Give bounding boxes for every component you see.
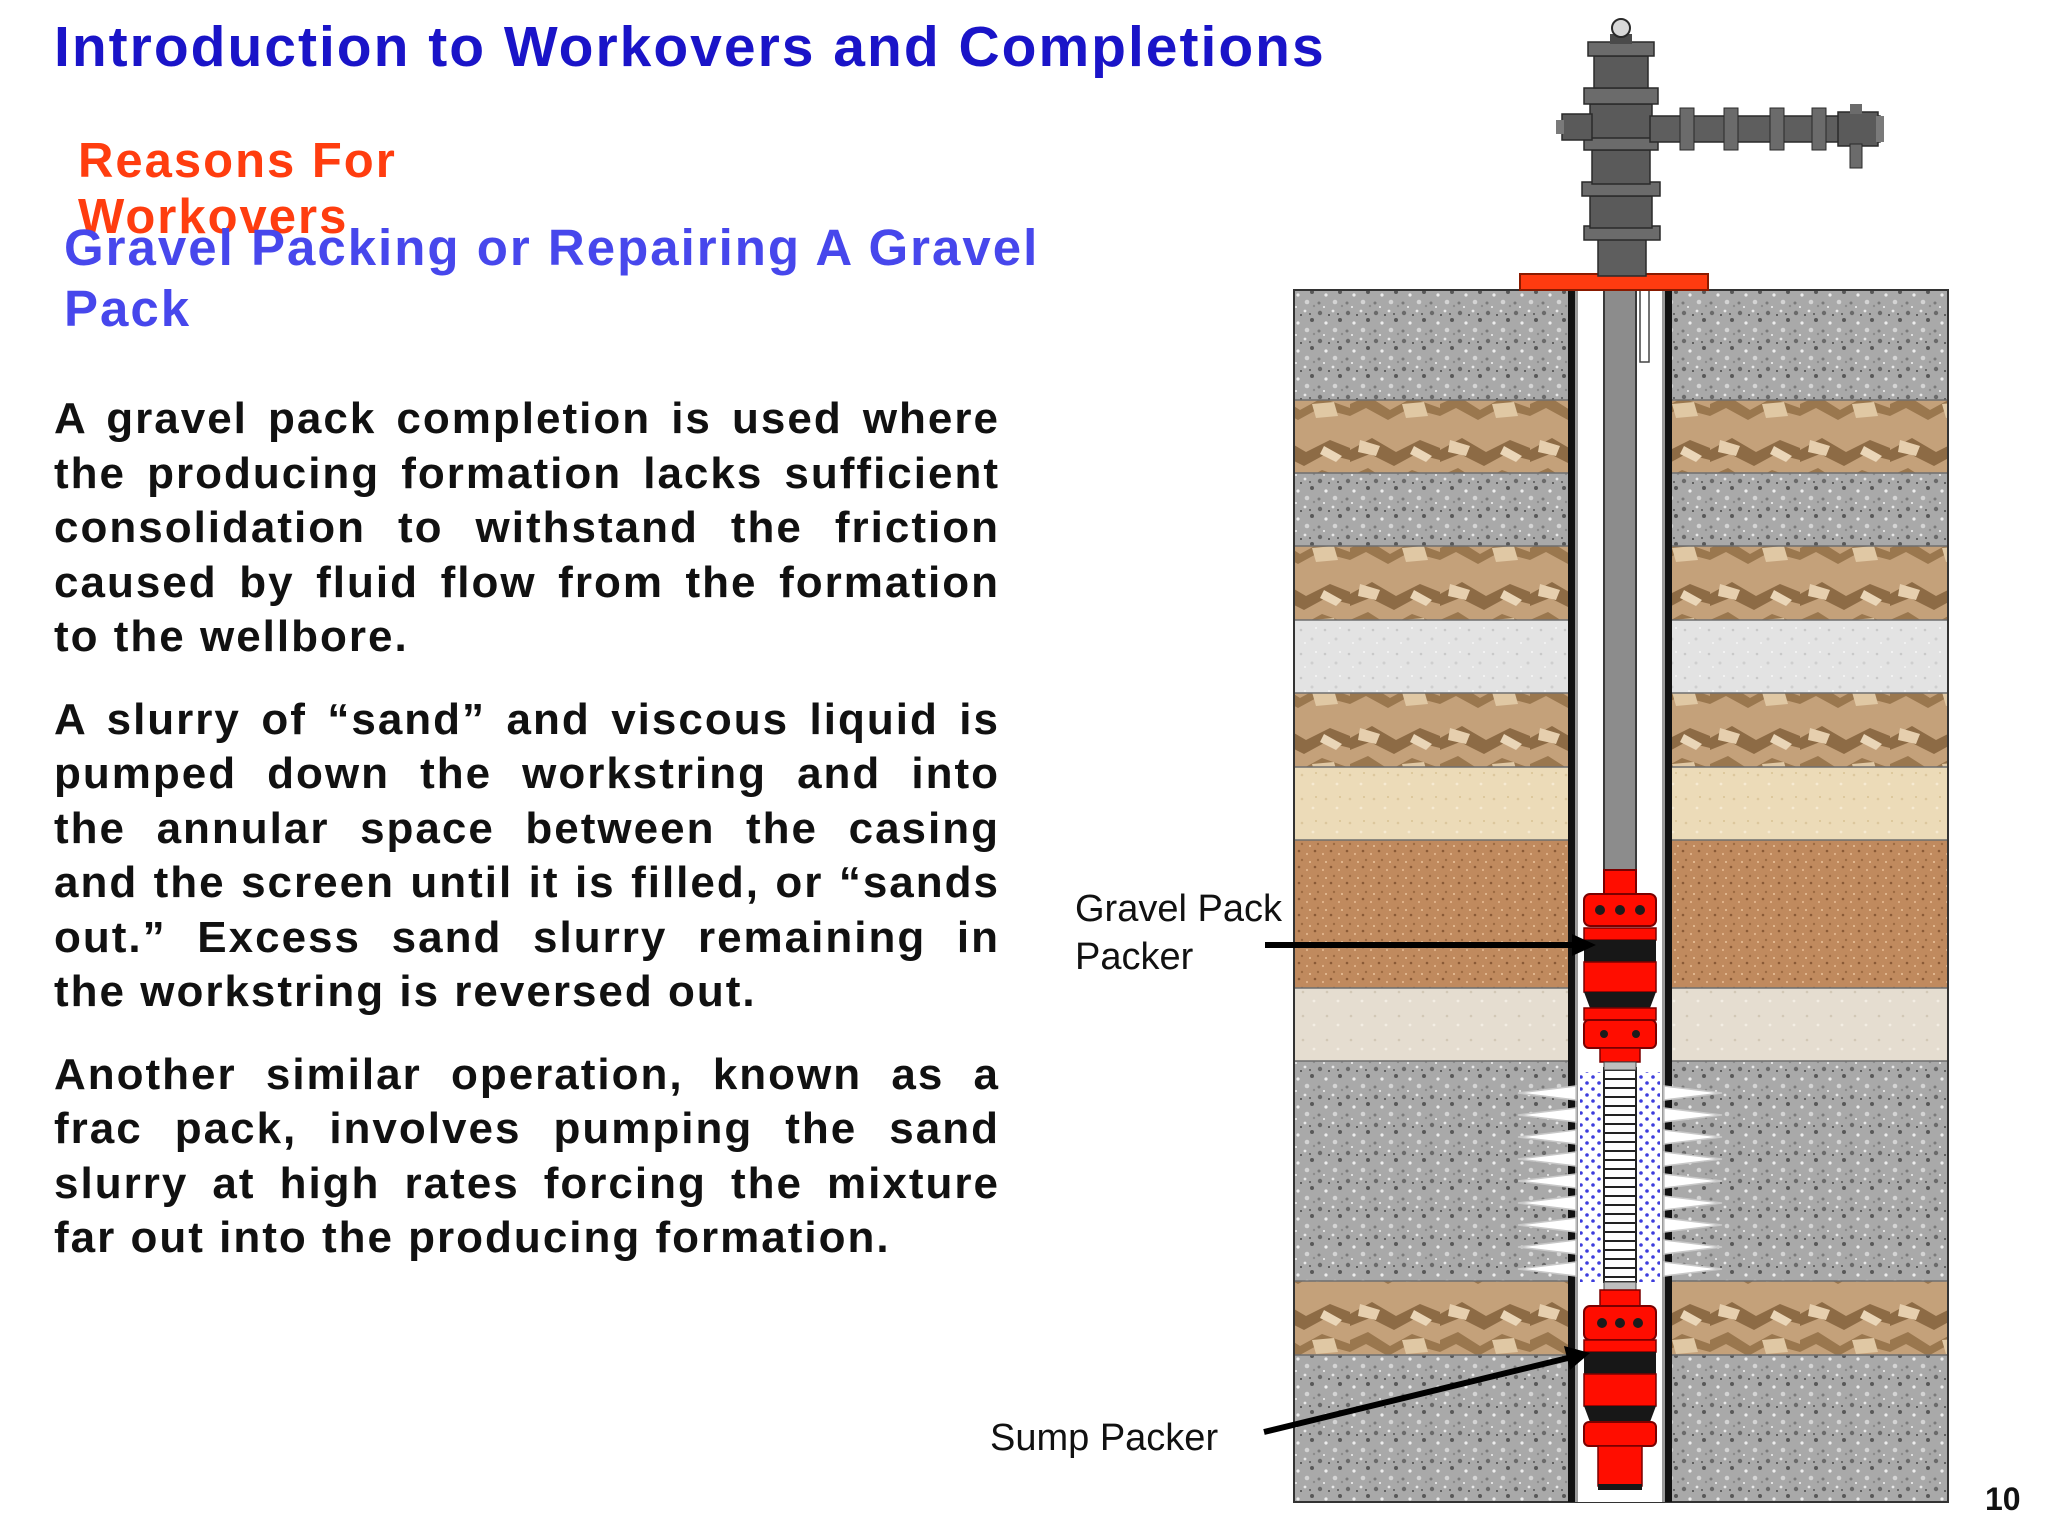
sump-packer-label: Sump Packer (990, 1417, 1219, 1459)
body-text: A gravel pack completion is used where t… (54, 392, 1000, 1294)
paragraph-slurry: A slurry of “sand” and viscous liquid is… (54, 694, 1000, 1017)
paragraph-frac-pack: Another similar operation, known as a fr… (54, 1049, 1000, 1263)
slide-subtitle: Gravel Packing or Repairing A Gravel Pac… (64, 219, 1040, 337)
page-number: 10 (1985, 1481, 2021, 1517)
wellbore-diagram (1263, 18, 1949, 1503)
gravel-pack-packer-label: Gravel Pack Packer (1075, 888, 1282, 978)
gravel-pack (1580, 1067, 1660, 1283)
gravel-pack-packer (1583, 869, 1657, 1071)
workstring (1603, 289, 1650, 871)
perforations (1517, 1085, 1723, 1277)
paragraph-gravel-pack: A gravel pack completion is used where t… (54, 394, 1000, 661)
section-heading: Reasons For Workovers (78, 134, 397, 244)
wellhead (1519, 18, 1884, 291)
slide-title: Introduction to Workovers and Completion… (54, 15, 1326, 79)
sump-packer (1583, 1281, 1657, 1490)
callout-arrows (1263, 934, 1596, 1435)
